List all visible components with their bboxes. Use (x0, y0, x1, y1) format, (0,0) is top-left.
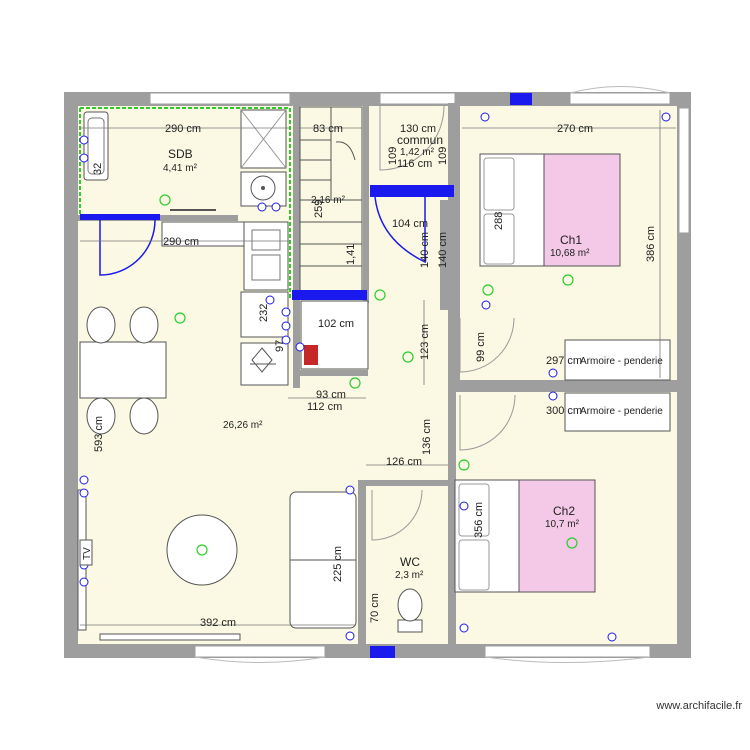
dim-109-left: 109 (387, 147, 399, 165)
dim-136: 136 cm (421, 419, 433, 455)
dim-140-b: 140 cm (437, 232, 449, 268)
dim-297: 297 cm (546, 355, 582, 367)
dim-123: 123 cm (419, 324, 431, 360)
room-ch2-area: 10,7 m² (545, 519, 580, 530)
room-ch1-name: Ch1 (560, 233, 582, 247)
dim-392: 392 cm (200, 617, 236, 629)
room-wc-area: 2,3 m² (395, 570, 424, 581)
bathroom-fixtures (83, 109, 287, 211)
room-stairs-area: 2,16 m² (311, 195, 346, 206)
site-credit: www.archifacile.fr (656, 700, 742, 712)
dim-232: 232 (258, 304, 270, 322)
tv-unit (79, 539, 93, 566)
light-markers (159, 194, 578, 556)
room-sdb-area: 4,41 m² (163, 163, 198, 174)
dim-288: 288 (493, 212, 505, 230)
tv-label: TV (82, 547, 93, 560)
wardrobe-2-label: Armoire - penderie (580, 406, 663, 417)
dim-141: 1,41 (345, 244, 357, 265)
dim-593: 593 cm (93, 416, 105, 452)
dim-93: 93 cm (316, 389, 346, 401)
dim-130: 130 cm (400, 123, 436, 135)
dim-356: 356 cm (473, 502, 485, 538)
dim-259: 259 (313, 200, 325, 218)
kitchen (161, 221, 289, 386)
dim-109-right: 109 (437, 147, 449, 165)
dim-386: 386 cm (645, 226, 657, 262)
bathroom-partition (79, 107, 291, 300)
room-commun-name: commun (397, 133, 443, 147)
dim-104: 104 cm (392, 218, 428, 230)
dim-18: 18 (437, 250, 449, 262)
dim-300: 300 cm (546, 405, 582, 417)
wardrobe-2 (564, 392, 671, 432)
door-arcs (371, 105, 516, 541)
dim-140-a: 140 cm (419, 232, 431, 268)
wardrobe-1 (564, 339, 671, 381)
room-ch2-name: Ch2 (553, 504, 575, 518)
dimension-lines (80, 110, 676, 626)
blue-thresholds (80, 93, 532, 658)
toilet (397, 588, 423, 633)
bed-ch2 (454, 479, 596, 593)
dim-126: 126 cm (386, 456, 422, 468)
windows (149, 92, 690, 658)
room-sdb-name: SDB (168, 147, 193, 161)
room-commun-area: 1,42 m² (400, 147, 435, 158)
dim-290-bottom: 290 cm (163, 236, 199, 248)
dim-116: 116 cm (397, 158, 432, 170)
dim-112: 112 cm (307, 401, 342, 413)
stair-threshold (292, 290, 367, 300)
dim-99: 99 cm (475, 332, 487, 362)
living-furniture (77, 306, 357, 641)
dim-102: 102 cm (318, 318, 354, 330)
room-wc-name: WC (400, 555, 420, 569)
dim-70: 70 cm (369, 593, 381, 623)
dim-270: 270 cm (557, 123, 593, 135)
dim-97: 97 (274, 340, 286, 352)
window-arcs (194, 86, 671, 663)
bed-ch1 (479, 153, 621, 267)
dim-83: 83 cm (313, 123, 343, 135)
door-swings (99, 196, 426, 276)
dim-225: 225 cm (332, 546, 344, 582)
dim-32: 32 (92, 163, 104, 175)
room-living-area: 26,26 m² (223, 420, 263, 431)
boiler-unit (304, 345, 318, 365)
dim-290-top: 290 cm (165, 123, 201, 135)
wardrobe-1-label: Armoire - penderie (580, 356, 663, 367)
room-ch1-area: 10,68 m² (550, 248, 590, 259)
